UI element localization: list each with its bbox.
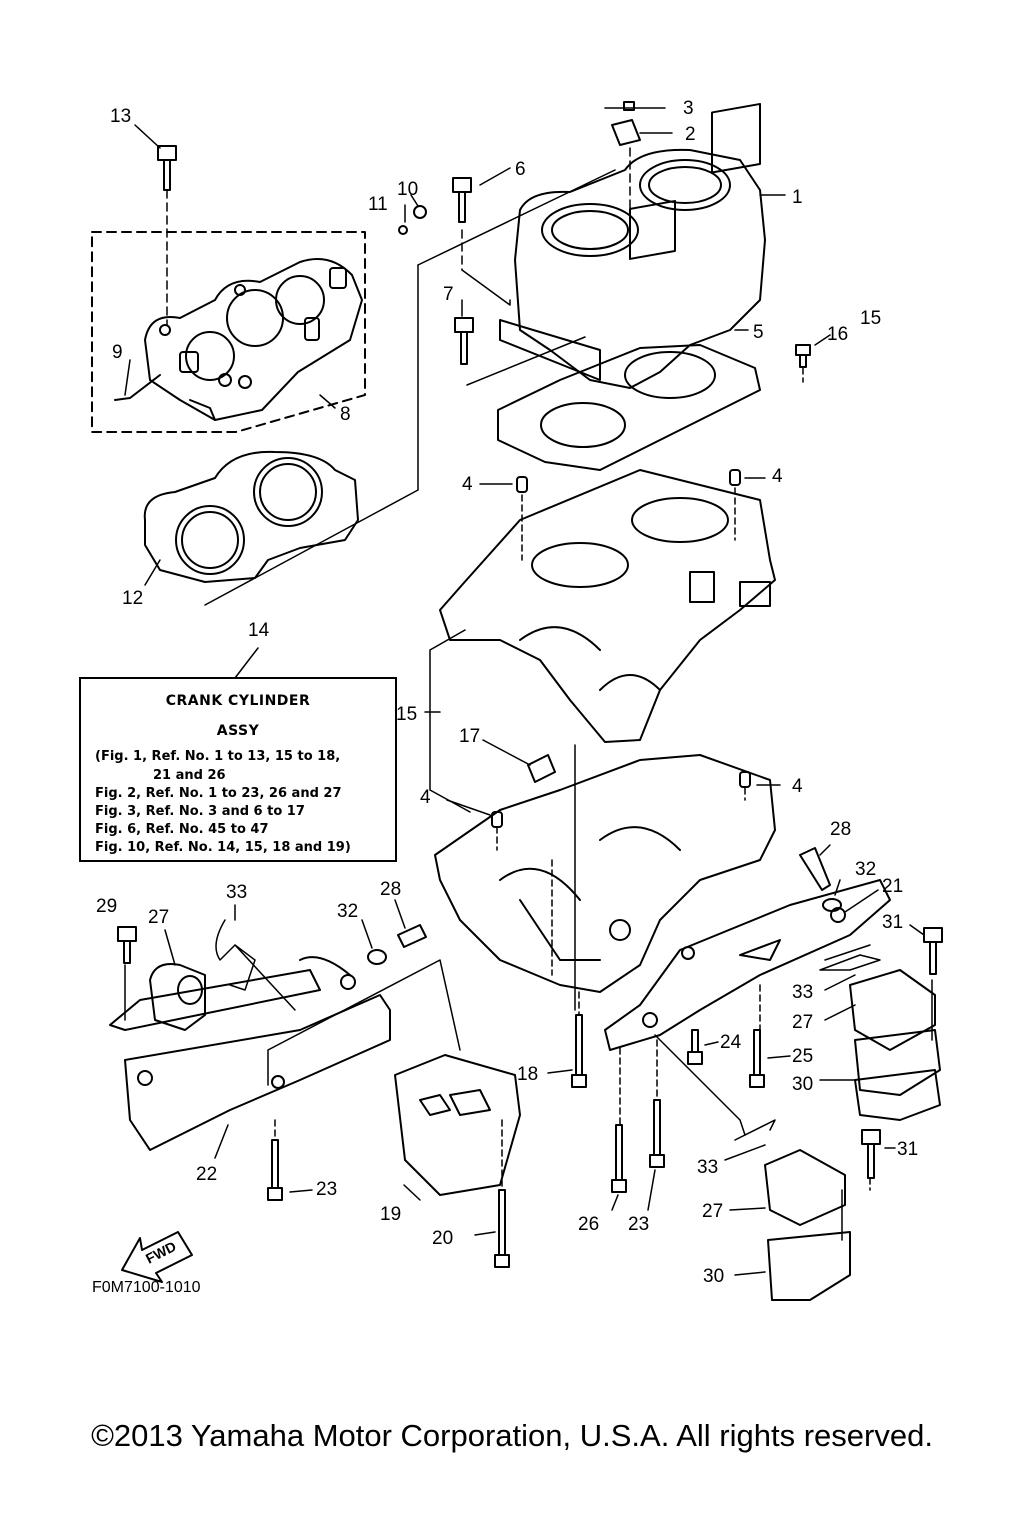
callout-33a: 33 — [226, 882, 247, 903]
note-line: Fig. 2, Ref. No. 1 to 23, 26 and 27 — [95, 786, 342, 801]
engine-mount-bracket-right — [604, 879, 891, 1051]
note-line: Fig. 6, Ref. No. 45 to 47 — [95, 822, 269, 837]
callout-31b: 31 — [897, 1139, 918, 1160]
rubber-mount-left — [149, 963, 206, 1031]
bolts — [114, 101, 943, 1268]
callout-28b: 28 — [380, 879, 401, 900]
callout-3: 3 — [683, 98, 694, 119]
callout-1: 1 — [792, 187, 803, 208]
callout-26: 26 — [578, 1214, 599, 1235]
callout-8: 8 — [340, 404, 351, 425]
callout-6: 6 — [515, 159, 526, 180]
callout-27b: 27 — [792, 1012, 813, 1033]
callout-15b: 15 — [396, 704, 417, 725]
note-line: 21 and 26 — [153, 768, 226, 783]
callout-25: 25 — [792, 1046, 813, 1067]
cylinder-base-gasket — [497, 344, 761, 471]
callout-14: 14 — [248, 620, 270, 641]
callout-4d: 4 — [420, 787, 431, 808]
callout-23a: 23 — [316, 1179, 337, 1200]
callout-numbers: 1 2 3 4 4 4 4 5 6 7 8 9 10 11 12 13 14 1… — [96, 98, 918, 1287]
callout-32a: 32 — [855, 859, 876, 880]
callout-2: 2 — [685, 124, 696, 145]
callout-29: 29 — [96, 896, 117, 917]
callout-10: 10 — [397, 179, 418, 200]
callout-18: 18 — [517, 1064, 538, 1085]
intake-mount-block — [394, 1054, 521, 1196]
callout-27c: 27 — [702, 1201, 723, 1222]
copyright-notice: ©2013 Yamaha Motor Corporation, U.S.A. A… — [91, 1418, 933, 1453]
fwd-arrow-icon — [121, 1231, 193, 1283]
callout-27a: 27 — [148, 907, 169, 928]
fwd-label: FWD — [143, 1238, 179, 1267]
callout-4c: 4 — [792, 776, 803, 797]
figure-code: F0M7100-1010 — [92, 1279, 201, 1296]
callout-21: 21 — [882, 876, 903, 897]
callout-19: 19 — [380, 1204, 401, 1225]
callout-5: 5 — [753, 322, 764, 343]
callout-33b: 33 — [792, 982, 813, 1003]
callout-9: 9 — [112, 342, 123, 363]
callout-31a: 31 — [882, 912, 903, 933]
note-line: (Fig. 1, Ref. No. 1 to 13, 15 to 18, — [95, 749, 341, 764]
note-line: Fig. 3, Ref. No. 3 and 6 to 17 — [95, 804, 305, 819]
head-gasket — [143, 450, 359, 583]
cylinder-block — [499, 102, 766, 389]
callout-11: 11 — [368, 194, 388, 215]
callout-12: 12 — [122, 588, 143, 609]
callout-32b: 32 — [337, 901, 358, 922]
dowel-pins — [491, 469, 751, 828]
callout-15a: 15 — [860, 308, 881, 329]
leader-lines — [124, 107, 933, 1276]
rubber-mounts-right — [764, 969, 941, 1301]
callout-4a: 4 — [462, 474, 473, 495]
callout-4b: 4 — [772, 466, 783, 487]
callout-20: 20 — [432, 1228, 453, 1249]
note-line: Fig. 10, Ref. No. 14, 15, 18 and 19) — [95, 840, 351, 855]
callout-7: 7 — [443, 284, 454, 305]
callout-23b: 23 — [628, 1214, 649, 1235]
callout-13: 13 — [110, 106, 131, 127]
callout-30b: 30 — [703, 1266, 724, 1287]
callout-28a: 28 — [830, 819, 851, 840]
upper-crankcase — [439, 469, 776, 743]
assembly-note-box: CRANK CYLINDER ASSY (Fig. 1, Ref. No. 1 … — [79, 677, 397, 862]
lower-crankcase — [434, 754, 776, 993]
callout-16: 16 — [827, 324, 848, 345]
callout-30a: 30 — [792, 1074, 813, 1095]
note-title-line2: ASSY — [216, 723, 260, 739]
note-title-line1: CRANK CYLINDER — [165, 693, 311, 709]
callout-22: 22 — [196, 1164, 217, 1185]
callout-33c: 33 — [697, 1157, 718, 1178]
cylinder-head-assembly — [91, 231, 366, 433]
engine-mount-bracket-left — [109, 956, 391, 1151]
callout-24: 24 — [720, 1032, 742, 1053]
callout-17: 17 — [459, 726, 480, 747]
